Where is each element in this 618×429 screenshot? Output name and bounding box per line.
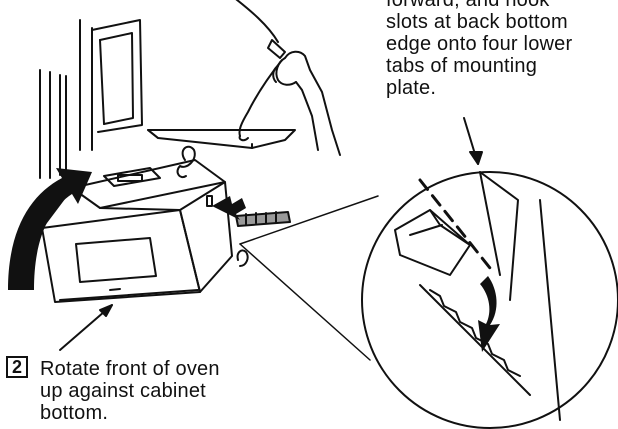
cord-loop xyxy=(176,145,196,178)
hand-icon xyxy=(272,50,341,156)
side-cord xyxy=(236,249,249,267)
curved-down-arrow-icon xyxy=(478,276,500,352)
cabinet-frame xyxy=(39,19,143,179)
cabinet-shelf xyxy=(147,129,296,149)
leader-line-oven xyxy=(59,304,113,351)
detail-circle xyxy=(361,171,618,429)
power-cord xyxy=(235,0,286,142)
mounting-plate xyxy=(235,211,291,227)
detail-caption: forward, and hook slots at back bottom e… xyxy=(386,0,572,99)
caption-line: slots at back bottom xyxy=(386,11,568,33)
curved-rotation-arrow-icon xyxy=(8,168,92,290)
caption-line: plate. xyxy=(386,77,437,99)
caption-line: forward, and hook xyxy=(386,0,550,11)
step-line: up against cabinet xyxy=(40,380,206,402)
leader-line-detail xyxy=(463,117,483,165)
detail-view xyxy=(394,171,561,421)
step-line: bottom. xyxy=(40,402,109,424)
step-line: Rotate front of oven xyxy=(40,358,220,380)
caption-line: tabs of mounting xyxy=(386,55,538,77)
step-number-badge: 2 xyxy=(6,356,28,378)
caption-line: edge onto four lower xyxy=(386,33,573,55)
push-arrow-icon xyxy=(212,196,246,220)
